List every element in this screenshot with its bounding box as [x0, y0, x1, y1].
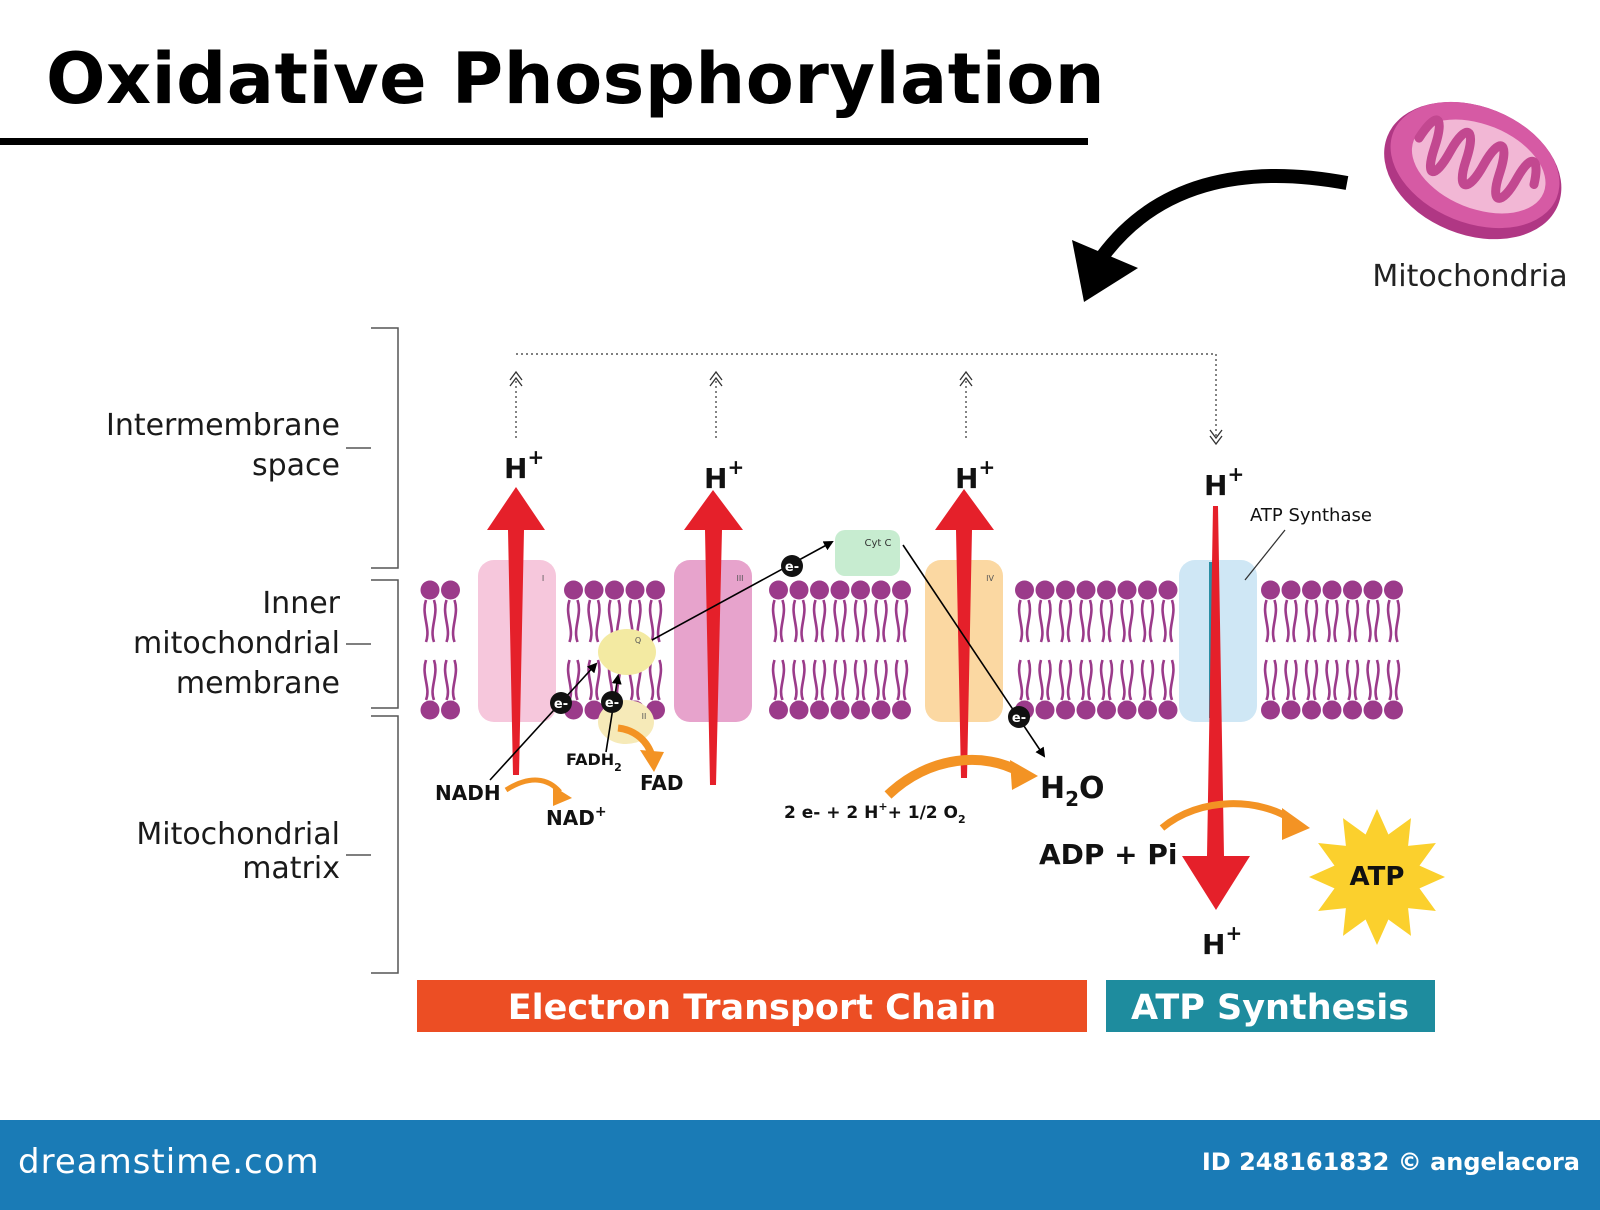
phospholipid [420, 580, 440, 720]
phospholipid [871, 580, 891, 720]
dotted-arrowheads [509, 370, 1223, 446]
membrane-diagram: Mitochondria I III IV Q II Cyt C [346, 101, 1568, 1032]
oxygen-reaction-label: 2 e- + 2 H++ 1/2 O2 [784, 800, 966, 826]
phospholipid [830, 580, 850, 720]
proton-arrow-complex-iv [935, 489, 994, 778]
phospholipid [810, 580, 829, 720]
phospholipid [769, 580, 788, 720]
proton-arrow-complex-i [487, 487, 545, 775]
phospholipid [584, 580, 604, 720]
complex-iv-label: IV [986, 574, 994, 583]
electron-badges: e- e- e- e- [550, 555, 1030, 728]
phospholipid [1281, 580, 1301, 720]
etc-bar-label: Electron Transport Chain [508, 988, 997, 1028]
electron-badge-4: e- [1008, 706, 1030, 728]
phospholipid [1056, 580, 1075, 720]
adp-pi-label: ADP + Pi [1039, 838, 1178, 871]
water-label: H2O [1040, 771, 1105, 811]
fadh2-label: FADH2 [566, 750, 622, 774]
electron-badge-2: e- [601, 691, 623, 713]
page-title: Oxidative Phosphorylation [46, 38, 1106, 120]
region-brackets [346, 327, 399, 974]
atp-synthase-leader [1244, 529, 1286, 581]
proton-label-matrix: H+ [1202, 921, 1242, 961]
phospholipid [1117, 580, 1137, 720]
proton-label-1: H+ [504, 445, 544, 485]
nad-label: NAD+ [546, 804, 607, 830]
phospholipid [1302, 580, 1321, 720]
nadh-label: NADH [435, 781, 501, 805]
mitochondria-label: Mitochondria [1372, 259, 1567, 294]
atp-synthesis-bar [1106, 980, 1435, 1032]
zoom-arrow [1072, 168, 1349, 302]
phospholipid [1261, 580, 1280, 720]
atp-product: ATP [1309, 809, 1445, 945]
phospholipid [1158, 580, 1178, 720]
svg-text:e-: e- [554, 697, 568, 712]
phospholipid [1035, 580, 1055, 720]
footer-logo[interactable]: dreamstime.com [18, 1142, 320, 1182]
phospholipid [851, 580, 870, 720]
phospholipid [1097, 580, 1116, 720]
phospholipid [789, 580, 809, 720]
phospholipid [564, 580, 583, 720]
molecule-labels: NADH NAD+ FADH2 FAD 2 e- + 2 H++ 1/2 O2 … [435, 505, 1372, 871]
phospholipid [1322, 580, 1342, 720]
cytc-label: Cyt C [865, 538, 892, 549]
atp-synthase-label: ATP Synthase [1250, 505, 1372, 526]
inner-membrane-label: Inner mitochondrial membrane [133, 586, 340, 701]
matrix-label: Mitochondrial matrix [136, 817, 340, 886]
atp-label: ATP [1350, 862, 1405, 892]
title-underline [0, 138, 1088, 145]
mitochondrion-illustration [1384, 101, 1562, 240]
phospholipid [1363, 580, 1383, 720]
proton-gradient-paths [515, 353, 1217, 438]
phospholipid [441, 580, 460, 720]
electron-badge-1: e- [550, 692, 572, 714]
proton-arrow-atp-synthase [1182, 506, 1250, 910]
proton-label-4: H+ [1204, 462, 1244, 502]
atp-star-icon [1309, 809, 1445, 945]
svg-text:e-: e- [605, 696, 619, 711]
fad-label: FAD [640, 771, 683, 795]
phospholipid [1343, 580, 1362, 720]
q-label: Q [635, 636, 641, 645]
proton-labels: H+ H+ H+ H+ H+ [504, 445, 1244, 961]
phospholipid [1138, 580, 1157, 720]
complex-ii-label: II [642, 712, 647, 721]
cytochrome-c [835, 530, 900, 576]
phospholipid [1384, 580, 1403, 720]
phospholipid [1015, 580, 1034, 720]
svg-text:e-: e- [1012, 711, 1026, 726]
proton-label-3: H+ [955, 455, 995, 495]
intermembrane-label: Intermembrane space [105, 408, 340, 483]
complex-i-label: I [542, 574, 544, 583]
proton-arrow-complex-iii [684, 490, 743, 785]
svg-text:e-: e- [785, 560, 799, 575]
atp-synthesis-bar-label: ATP Synthesis [1131, 988, 1409, 1028]
electron-badge-3: e- [781, 555, 803, 577]
reaction-arrows [504, 724, 1310, 840]
phospholipid [1076, 580, 1096, 720]
footer-credit: ID 248161832 © angelacora [1201, 1148, 1580, 1176]
etc-bar [417, 980, 1087, 1032]
footer-bar: dreamstime.com ID 248161832 © angelacora [0, 1120, 1600, 1210]
complex-iii-label: III [736, 574, 743, 583]
proton-pump-arrows [487, 487, 1250, 910]
ubiquinone-q [598, 629, 656, 675]
proton-label-2: H+ [704, 455, 744, 495]
phospholipid [892, 580, 911, 720]
